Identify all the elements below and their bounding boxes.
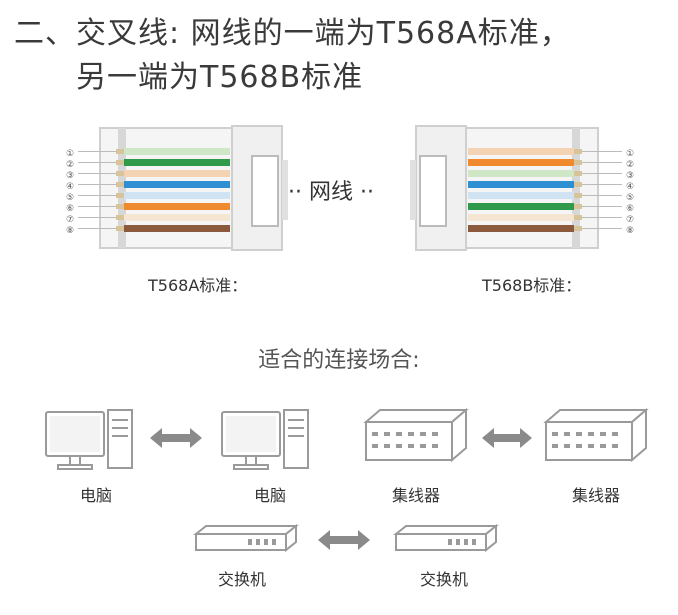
pin-contact-7 bbox=[574, 215, 582, 220]
pin-contact-5 bbox=[116, 193, 124, 198]
pin-contact-7 bbox=[116, 215, 124, 220]
double-arrow-icon bbox=[150, 428, 202, 448]
wire-3 bbox=[468, 170, 574, 177]
wire-5 bbox=[468, 192, 574, 199]
pin-number-7: ⑦ bbox=[626, 215, 634, 225]
pin-number-5: ⑤ bbox=[66, 193, 74, 203]
pin-number-8: ⑧ bbox=[66, 226, 74, 236]
pin-number-2: ② bbox=[626, 160, 634, 170]
t568a-label: T568A标准： bbox=[148, 276, 248, 295]
wire-7 bbox=[468, 214, 574, 221]
pin-contact-3 bbox=[116, 171, 124, 176]
wire-6 bbox=[124, 203, 230, 210]
pin-number-6: ⑥ bbox=[626, 204, 634, 214]
pin-number-6: ⑥ bbox=[66, 204, 74, 214]
pin-number-8: ⑧ bbox=[626, 226, 634, 236]
double-arrow-icon bbox=[482, 428, 532, 448]
device-label-switch-left: 交换机 bbox=[217, 570, 266, 589]
pin-contact-8 bbox=[116, 226, 124, 231]
computer-left-icon bbox=[45, 409, 133, 470]
wire-5 bbox=[124, 192, 230, 199]
wire-1 bbox=[124, 148, 230, 155]
device-label-computer-left: 电脑 bbox=[79, 486, 112, 505]
hub-left-icon bbox=[363, 407, 469, 463]
pin-number-2: ② bbox=[66, 160, 74, 170]
double-arrow-icon bbox=[318, 530, 370, 550]
computer-right-icon bbox=[221, 409, 309, 470]
wire-1 bbox=[468, 148, 574, 155]
right-connector-cable-end bbox=[410, 160, 416, 220]
wire-4 bbox=[468, 181, 574, 188]
pin-number-4: ④ bbox=[66, 182, 74, 192]
switch-left-icon bbox=[193, 523, 299, 553]
pin-contact-2 bbox=[116, 160, 124, 165]
pin-contact-6 bbox=[574, 204, 582, 209]
pin-contact-6 bbox=[116, 204, 124, 209]
pin-number-1: ① bbox=[66, 149, 74, 159]
right-wire-bundle bbox=[468, 148, 622, 232]
wire-8 bbox=[124, 225, 230, 232]
left-connector-cable-end bbox=[282, 160, 288, 220]
title-line-2: 另一端为T568B标准 bbox=[76, 60, 364, 95]
device-label-switch-right: 交换机 bbox=[419, 570, 468, 589]
hub-right-icon bbox=[543, 407, 649, 463]
wire-7 bbox=[124, 214, 230, 221]
t568b-label: T568B标准： bbox=[482, 276, 582, 295]
left-connector-latch bbox=[251, 155, 279, 227]
pin-contact-4 bbox=[116, 182, 124, 187]
pin-number-7: ⑦ bbox=[66, 215, 74, 225]
scenarios-heading: 适合的连接场合: bbox=[258, 348, 420, 373]
cable-label: ·· 网线 ·· bbox=[288, 180, 374, 205]
left-wire-bundle bbox=[78, 148, 230, 232]
wire-6 bbox=[468, 203, 574, 210]
device-label-hub-left: 集线器 bbox=[391, 486, 440, 505]
title-line-1: 二、交叉线: 网线的一端为T568A标准， bbox=[14, 16, 571, 51]
page-title: 二、交叉线: 网线的一端为T568A标准， 另一端为T568B标准 bbox=[14, 14, 571, 98]
wire-2 bbox=[124, 159, 230, 166]
pin-number-5: ⑤ bbox=[626, 193, 634, 203]
pin-contact-3 bbox=[574, 171, 582, 176]
device-label-computer-right: 电脑 bbox=[253, 486, 286, 505]
pin-number-1: ① bbox=[626, 149, 634, 159]
pin-number-4: ④ bbox=[626, 182, 634, 192]
switch-right-icon bbox=[393, 523, 499, 553]
pin-contact-5 bbox=[574, 193, 582, 198]
pin-contact-8 bbox=[574, 226, 582, 231]
right-connector-latch bbox=[419, 155, 447, 227]
pin-number-3: ③ bbox=[66, 171, 74, 181]
wire-4 bbox=[124, 181, 230, 188]
left-connector-edge bbox=[118, 128, 126, 248]
pin-contact-2 bbox=[574, 160, 582, 165]
wire-2 bbox=[468, 159, 574, 166]
pin-contact-1 bbox=[574, 149, 582, 154]
pin-contact-1 bbox=[116, 149, 124, 154]
pin-contact-4 bbox=[574, 182, 582, 187]
wire-3 bbox=[124, 170, 230, 177]
wire-8 bbox=[468, 225, 574, 232]
pin-number-3: ③ bbox=[626, 171, 634, 181]
device-label-hub-right: 集线器 bbox=[571, 486, 620, 505]
right-connector-edge bbox=[572, 128, 580, 248]
